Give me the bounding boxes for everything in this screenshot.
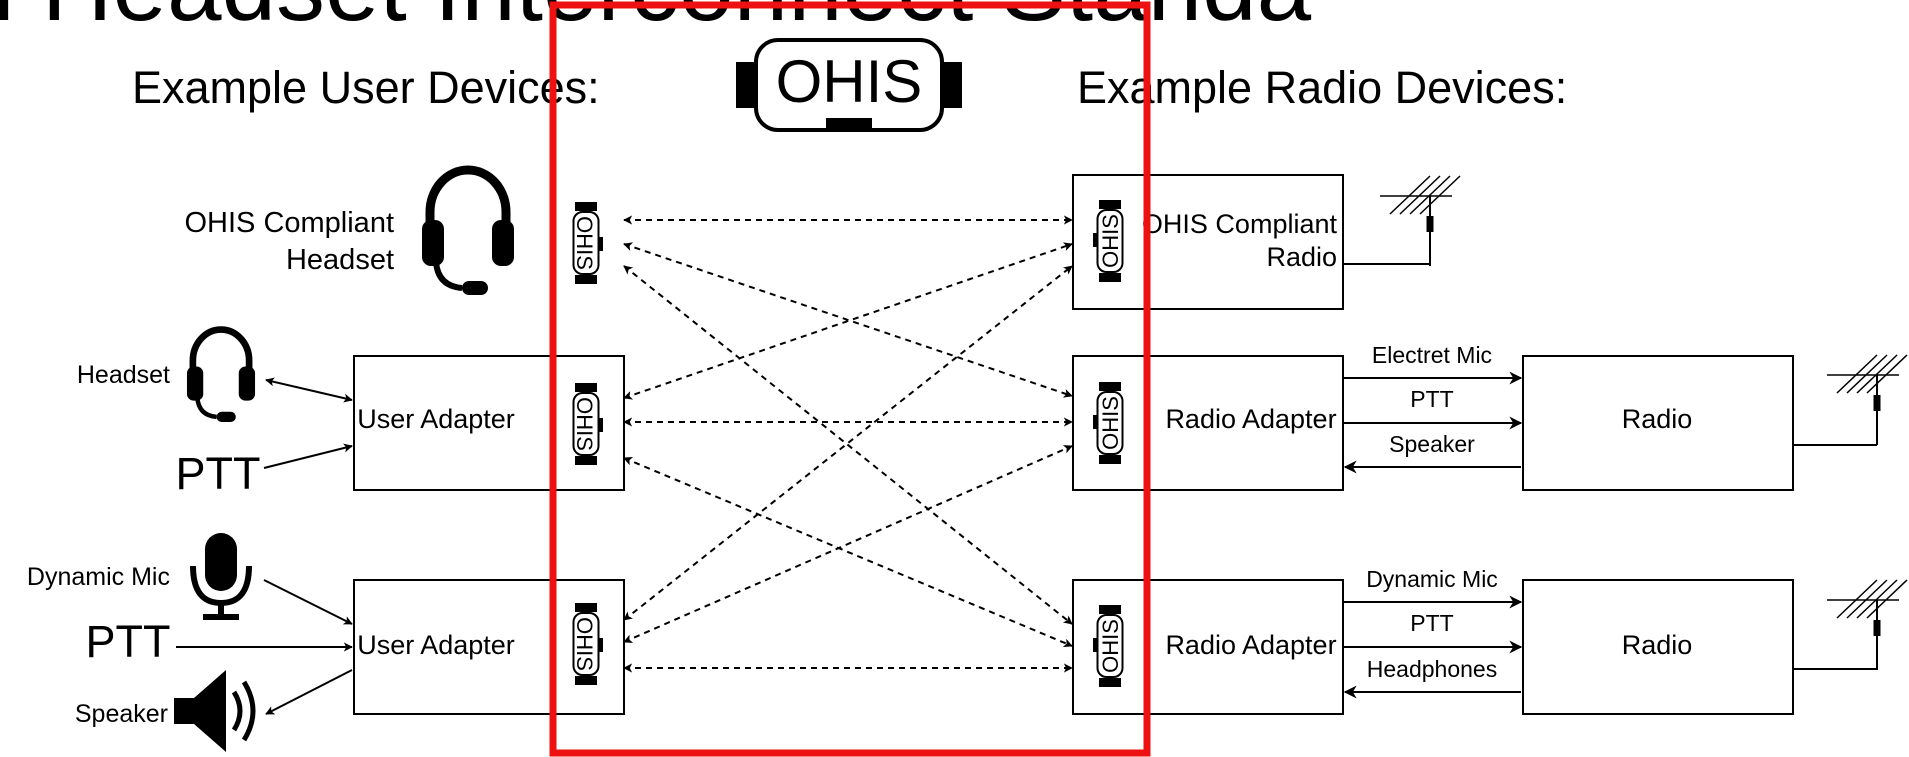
antenna-icon xyxy=(1826,354,1908,446)
radio-adapter-label: Radio Adapter xyxy=(1165,630,1336,660)
headset-icon xyxy=(187,330,255,423)
ohis-connector-label: OHIS xyxy=(572,216,597,270)
radio-label: Radio xyxy=(1622,404,1693,434)
headset-icon xyxy=(422,170,514,295)
logo-text: OHIS xyxy=(776,48,923,115)
signal-label: Dynamic Mic xyxy=(1366,566,1498,592)
ohis-connector-label: OHIS xyxy=(1098,619,1123,673)
signal-label: Electret Mic xyxy=(1372,342,1492,368)
signal-label: PTT xyxy=(1410,386,1453,412)
ohis-connector-label: OHIS xyxy=(572,617,597,671)
compliant-radio-label-2: Radio xyxy=(1266,242,1337,272)
microphone-icon xyxy=(190,533,252,620)
ohis-logo: OHIS xyxy=(736,38,962,132)
mic-arrow xyxy=(263,579,353,625)
radio-box xyxy=(1522,355,1794,491)
right-heading: Example Radio Devices: xyxy=(1077,62,1567,113)
signal-label: Speaker xyxy=(1389,431,1475,457)
radio-adapter-label: Radio Adapter xyxy=(1165,404,1336,434)
interconnect-arrows xyxy=(623,215,1073,673)
dynamic-mic-label: Dynamic Mic xyxy=(27,563,170,591)
user-adapter-label: User Adapter xyxy=(357,404,515,434)
speaker-arrow xyxy=(265,669,353,715)
highlight-frame xyxy=(549,1,1151,757)
radio-label: Radio xyxy=(1622,630,1693,660)
speaker-label: Speaker xyxy=(75,700,168,728)
ohis-connector-label: OHIS xyxy=(572,397,597,451)
ptt-arrow xyxy=(263,443,353,469)
compliant-headset-label-2: Headset xyxy=(286,244,394,276)
compliant-radio-label-1: OHIS Compliant xyxy=(1142,209,1338,239)
user-adapter-label: User Adapter xyxy=(357,630,515,660)
speaker-icon xyxy=(174,670,256,752)
headset-link-arrow xyxy=(265,377,353,403)
ohis-connector-label: OHIS xyxy=(1098,214,1123,268)
compliant-headset-label-1: OHIS Compliant xyxy=(184,207,394,239)
ptt-label: PTT xyxy=(176,448,261,499)
signal-label: PTT xyxy=(1410,610,1453,636)
antenna-icon xyxy=(1379,175,1461,267)
antenna-icon xyxy=(1826,579,1908,671)
signal-label: Headphones xyxy=(1367,656,1497,682)
ohis-connector-label: OHIS xyxy=(1098,396,1123,450)
left-heading: Example User Devices: xyxy=(132,62,600,113)
radio-box xyxy=(1522,579,1794,715)
ptt-label: PTT xyxy=(86,616,171,667)
headset-label: Headset xyxy=(77,361,170,389)
radio-adapter-box xyxy=(1072,579,1344,715)
